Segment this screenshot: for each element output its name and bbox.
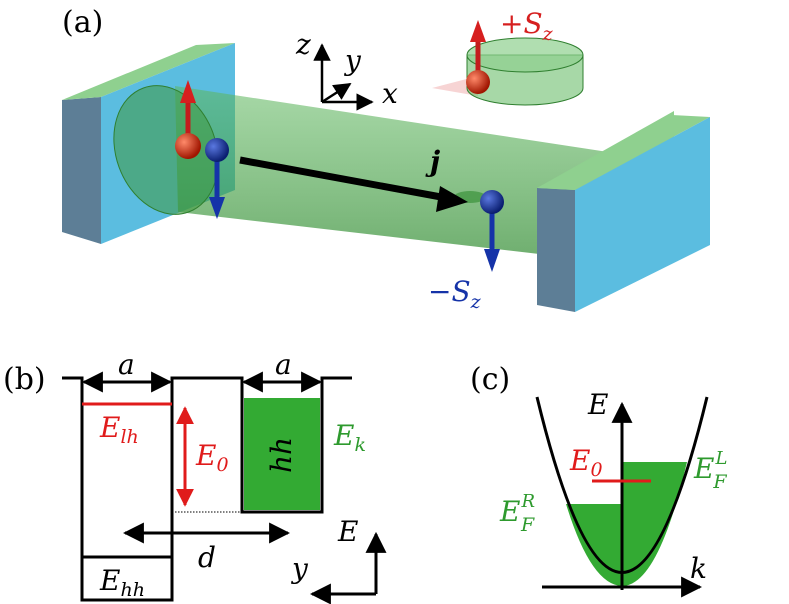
E-axis-c-label: E: [587, 388, 608, 421]
z-axis-label: z: [295, 28, 311, 61]
spin-down-right: [480, 190, 504, 272]
panel-c-label: (c): [470, 362, 510, 397]
right-lead-top: [537, 115, 710, 190]
spin-up-disc: [432, 20, 584, 106]
E-hh-label: Ehh: [99, 564, 145, 601]
spin-up-arrowhead: [180, 80, 196, 103]
spin-down-arrowhead: [209, 197, 225, 219]
E-lh-label: Elh: [99, 411, 139, 448]
coordinate-axes: z y x: [295, 28, 398, 111]
panel-a-label: (a): [62, 5, 103, 40]
disc-spin-arrowhead: [470, 20, 486, 42]
panel-b-label: (b): [3, 362, 46, 397]
spin-up-left: [175, 80, 201, 159]
width-label-right: a: [275, 348, 292, 381]
minus-sz-label: −Sz: [428, 275, 482, 313]
right-lead-face: [575, 117, 710, 312]
nanowire-body: [175, 86, 608, 262]
k-axis-c-label: k: [690, 552, 707, 585]
x-axis-label: x: [382, 77, 398, 110]
nanowire-cross-section: [113, 85, 219, 215]
hh-filled-region: [244, 398, 320, 510]
spin-up-ball: [175, 133, 201, 159]
fill-right-movers: [566, 504, 622, 586]
potential-profile: [62, 376, 352, 602]
width-label-left: a: [118, 348, 135, 381]
E-axis-b-label: E: [337, 515, 358, 548]
y-axis-label: y: [343, 44, 362, 77]
panel-a: (a) j: [62, 5, 710, 313]
spin-down-right-ball: [480, 190, 504, 214]
current-arrow-shaft: [239, 156, 453, 203]
y-axis-b-label: y: [290, 552, 309, 585]
spin-down-right-arrowhead: [484, 249, 500, 272]
hh-label: hh: [265, 437, 298, 473]
spin-down-ball: [205, 138, 229, 162]
left-lead-side: [62, 97, 101, 244]
disc-top: [466, 37, 584, 73]
E-k-label: Ek: [333, 419, 366, 456]
nanowire: [113, 85, 608, 262]
distance-label: d: [198, 541, 216, 574]
current-arrow-head: [436, 186, 468, 212]
E0-label: E0: [195, 439, 229, 476]
E0-label-c: E0: [569, 444, 603, 481]
right-lead: [537, 111, 710, 312]
right-lead-side: [537, 188, 575, 312]
spin-down-left: [205, 138, 229, 219]
plus-sz-label: +Sz: [500, 7, 554, 45]
left-lead-top: [62, 43, 235, 100]
disc-spin-ball: [466, 70, 490, 94]
fill-left-movers: [622, 462, 687, 586]
y-axis: [321, 82, 352, 104]
panel-b: (b) a a Elh E0 hh Ek d Ehh E y: [3, 348, 387, 604]
